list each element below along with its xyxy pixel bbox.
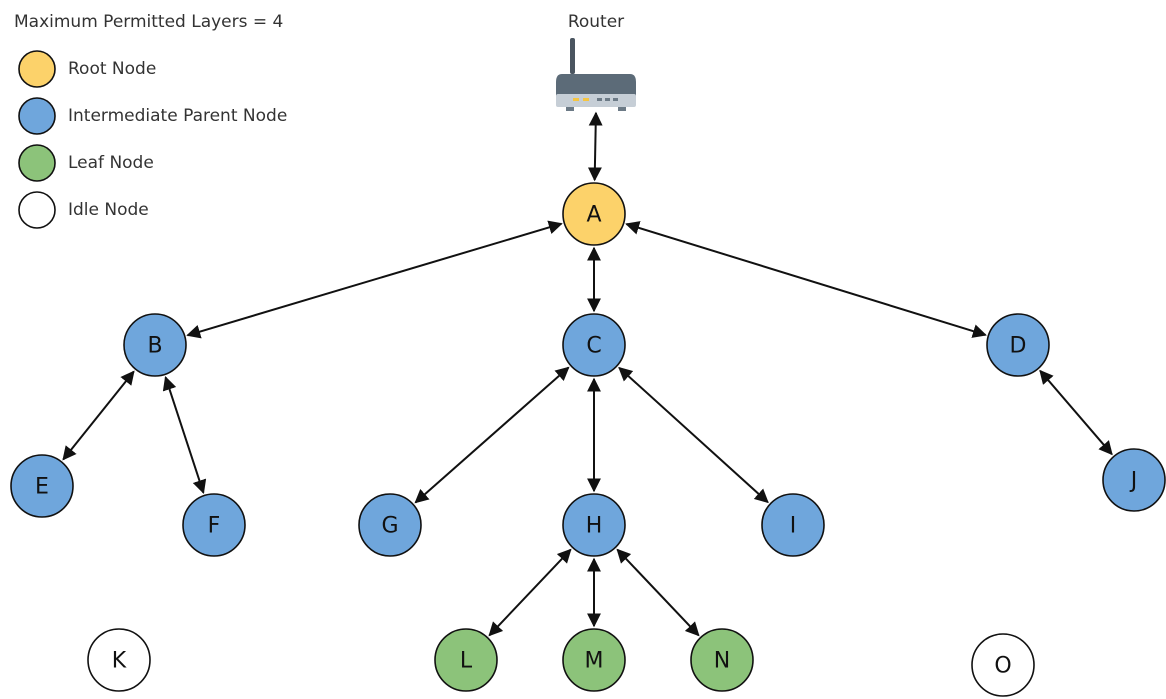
node-circle	[87, 628, 151, 692]
node-circle	[358, 493, 422, 557]
node-circle	[761, 493, 825, 557]
edge-c-i	[618, 366, 769, 504]
edge-b-f	[162, 375, 207, 495]
node-label: J	[1129, 469, 1138, 494]
node-label: H	[586, 514, 603, 539]
node-circle	[1102, 448, 1166, 512]
node-circle	[123, 313, 187, 377]
node-b: B	[123, 313, 187, 377]
node-n: N	[690, 628, 754, 692]
router-icon	[556, 38, 636, 111]
node-label: D	[1010, 334, 1027, 359]
node-circle	[986, 313, 1050, 377]
node-c: C	[562, 313, 626, 377]
edge-h-n	[616, 548, 700, 637]
node-e: E	[10, 454, 74, 518]
node-k: K	[87, 628, 151, 692]
node-label: M	[585, 649, 604, 674]
node-label: B	[147, 334, 162, 359]
legend-label-root: Root Node	[68, 59, 156, 79]
legend-swatch-idle	[18, 191, 56, 229]
node-i: I	[761, 493, 825, 557]
legend-swatch-leaf	[18, 144, 56, 182]
node-label: N	[714, 649, 730, 674]
nodes: A B C D E F G H I J K L M N O	[10, 182, 1166, 697]
node-label: K	[112, 649, 127, 674]
node-label: L	[460, 649, 473, 674]
edge-router-a	[587, 111, 603, 182]
node-f: F	[182, 493, 246, 557]
node-circle	[562, 182, 626, 246]
node-g: G	[358, 493, 422, 557]
node-label: F	[208, 514, 221, 539]
node-circle	[182, 493, 246, 557]
legend-label-intermediate: Intermediate Parent Node	[68, 106, 287, 126]
node-circle	[434, 628, 498, 692]
edge-a-b	[186, 220, 563, 339]
edge-a-d	[625, 221, 987, 338]
node-circle	[562, 628, 626, 692]
node-d: D	[986, 313, 1050, 377]
node-m: M	[562, 628, 626, 692]
node-label: I	[790, 514, 797, 539]
edge-d-j	[1039, 369, 1113, 456]
node-a: A	[562, 182, 626, 246]
node-circle	[690, 628, 754, 692]
node-label: A	[586, 203, 601, 228]
legend-title: Maximum Permitted Layers = 4	[14, 12, 283, 32]
edge-h-l	[488, 548, 572, 637]
router: Router	[556, 12, 636, 111]
legend-swatch-root	[18, 50, 56, 88]
edges	[62, 111, 1113, 637]
node-label: C	[586, 334, 601, 359]
node-circle	[971, 633, 1035, 697]
node-circle	[562, 313, 626, 377]
node-o: O	[971, 633, 1035, 697]
node-label: E	[35, 475, 49, 500]
node-j: J	[1102, 448, 1166, 512]
legend-label-leaf: Leaf Node	[68, 153, 154, 173]
node-circle	[10, 454, 74, 518]
node-l: L	[434, 628, 498, 692]
router-label: Router	[568, 12, 624, 32]
legend-swatch-intermediate	[18, 97, 56, 135]
legend-label-idle: Idle Node	[68, 200, 149, 220]
node-circle	[562, 493, 626, 557]
edge-b-e	[62, 370, 135, 461]
edge-c-g	[414, 366, 570, 504]
node-label: G	[381, 514, 398, 539]
node-label: O	[994, 654, 1011, 679]
node-h: H	[562, 493, 626, 557]
